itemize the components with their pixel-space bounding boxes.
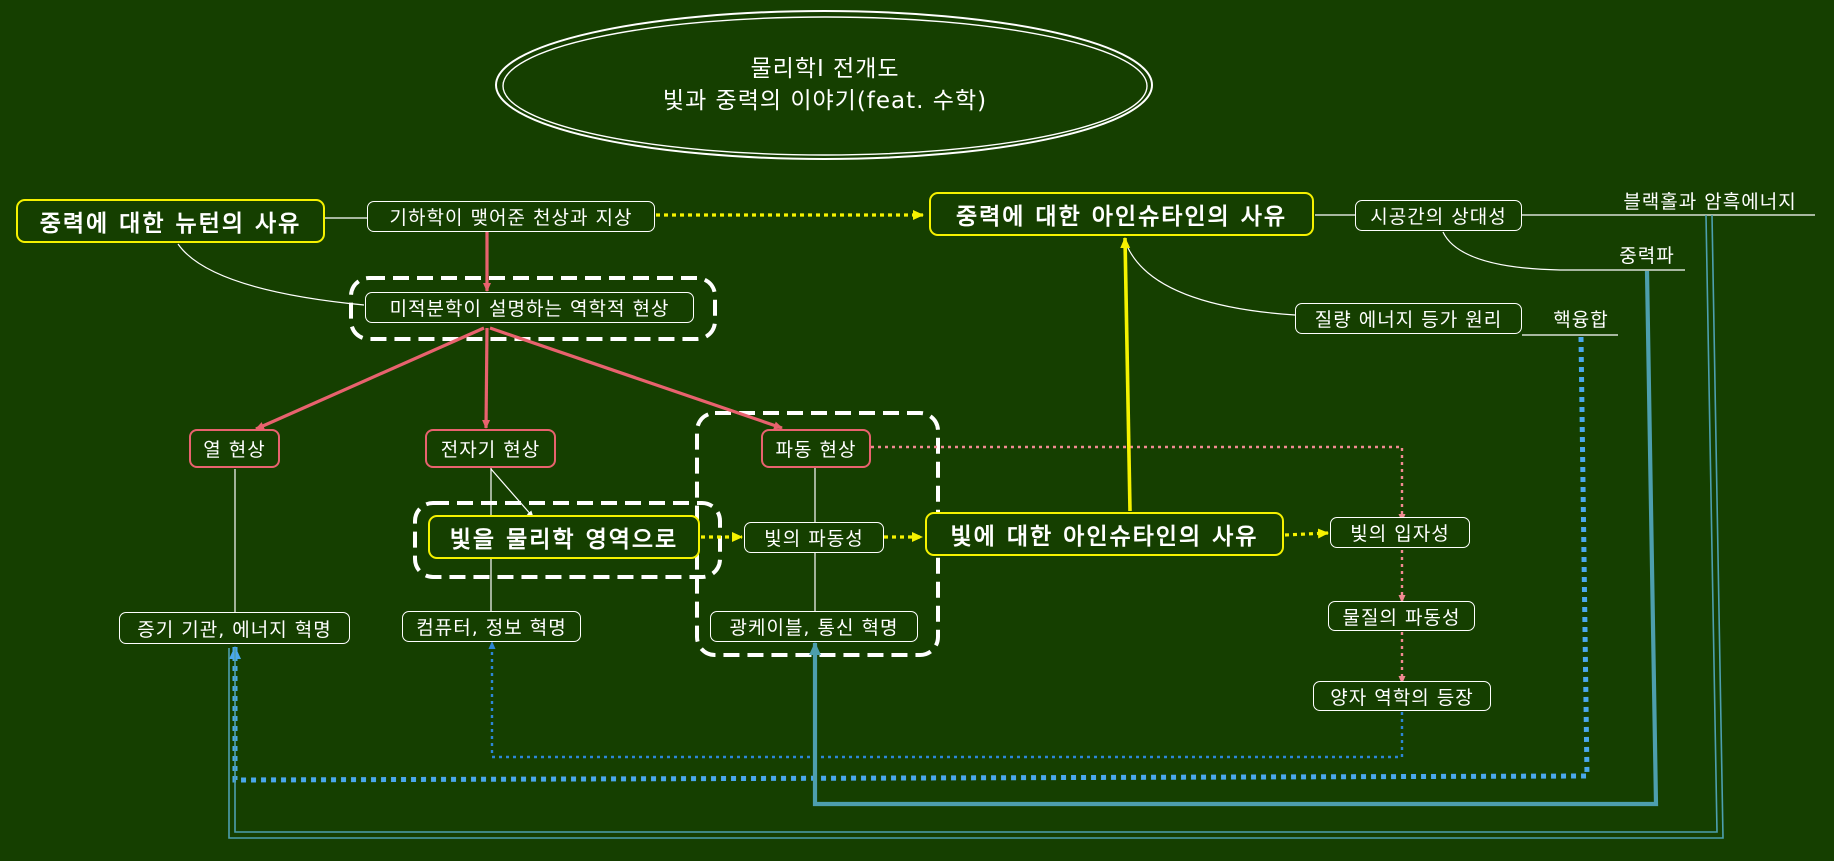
node-newton-gravity: 중력에 대한 뉴턴의 사유 <box>16 199 325 243</box>
title-ellipse <box>495 10 1153 160</box>
node-gravity-wave: 중력파 <box>1619 244 1675 267</box>
node-light-particle: 빛의 입자성 <box>1330 517 1470 548</box>
node-electromagnetic: 전자기 현상 <box>425 429 556 468</box>
node-matter-wave: 물질의 파동성 <box>1328 601 1475 631</box>
node-quantum: 양자 역학의 등장 <box>1313 681 1491 711</box>
node-geometry: 기하학이 맺어준 천상과 지상 <box>367 201 655 232</box>
calculus-dash-group <box>349 276 717 341</box>
title-line-2: 빛과 중력의 이야기(feat. 수학) <box>662 88 988 114</box>
node-fusion: 핵융합 <box>1553 308 1609 331</box>
node-einstein-gravity: 중력에 대한 아인슈타인의 사유 <box>929 192 1314 236</box>
node-fiber-optic: 광케이블, 통신 혁명 <box>710 611 918 642</box>
node-mass-energy: 질량 에너지 등가 원리 <box>1295 303 1522 334</box>
node-heat: 열 현상 <box>189 429 280 468</box>
node-wave: 파동 현상 <box>761 429 871 468</box>
node-steam-engine: 증기 기관, 에너지 혁명 <box>119 612 350 644</box>
diagram-title: 물리학Ⅰ 전개도 빛과 중력의 이야기(feat. 수학) <box>496 8 1154 162</box>
node-computer: 컴퓨터, 정보 혁명 <box>402 611 581 642</box>
teal-arrow-gravwave <box>809 270 1659 807</box>
node-spacetime: 시공간의 상대성 <box>1355 200 1522 231</box>
teal-double-line-blackhole <box>228 214 1724 839</box>
node-einstein-light: 빛에 대한 아인슈타인의 사유 <box>925 512 1284 556</box>
node-light-physics: 빛을 물리학 영역으로 <box>428 515 700 559</box>
title-line-1: 물리학Ⅰ 전개도 <box>750 56 900 82</box>
light-physics-dash-group <box>413 501 722 579</box>
node-light-wave: 빛의 파동성 <box>744 522 884 553</box>
node-calculus: 미적분학이 설명하는 역학적 현상 <box>365 292 694 323</box>
pink-dotted-arrows <box>871 445 1406 684</box>
red-arrows <box>255 232 783 431</box>
blue-dotted-arrow-quantum <box>488 641 1404 759</box>
node-blackhole: 블랙홀과 암흑에너지 <box>1623 190 1797 213</box>
yellow-arrows <box>656 210 1329 542</box>
